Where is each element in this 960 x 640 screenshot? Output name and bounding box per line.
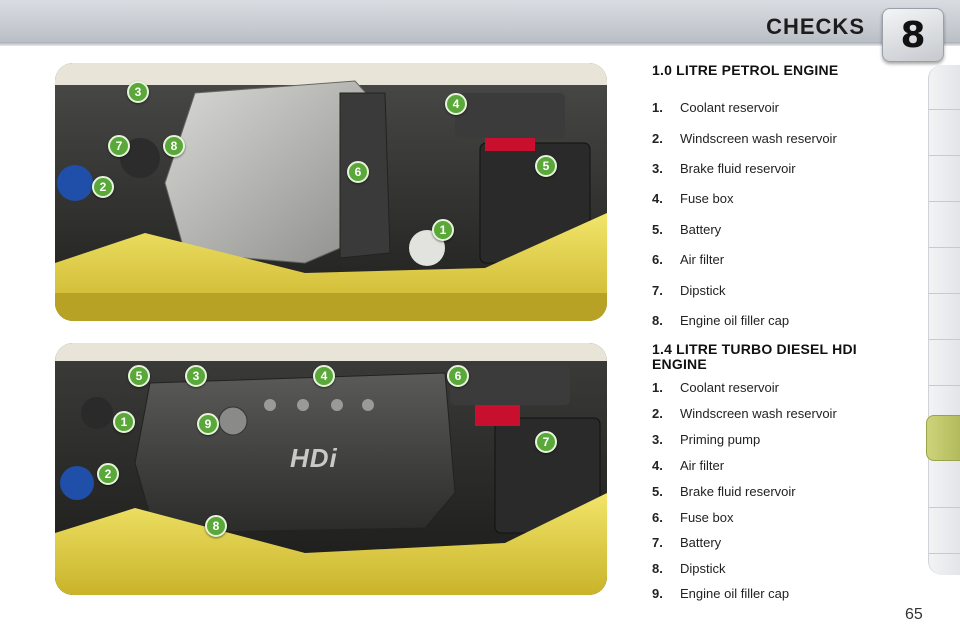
photo-marker-3: 3 (185, 365, 207, 387)
engine-cover-hdi-logo: HDi (290, 443, 338, 473)
photo-marker-6: 6 (347, 161, 369, 183)
item-label: Engine oil filler cap (680, 586, 790, 601)
item-number: 2. (652, 406, 663, 421)
list-item: 1. Coolant reservoir (652, 380, 779, 395)
photo-marker-6: 6 (447, 365, 469, 387)
thumb-tab[interactable] (929, 203, 960, 248)
header-band (0, 0, 960, 46)
item-label: Battery (680, 535, 722, 550)
item-label: Coolant reservoir (680, 100, 779, 115)
thumb-tab[interactable] (929, 341, 960, 386)
item-number: 5. (652, 222, 663, 237)
thumb-tab[interactable] (929, 111, 960, 156)
item-number: 7. (652, 535, 663, 550)
thumb-tab[interactable] (929, 463, 960, 508)
thumb-tab[interactable] (929, 295, 960, 340)
item-label: Air filter (680, 458, 725, 473)
thumb-tab[interactable] (929, 509, 960, 554)
list-item: 3. Brake fluid reservoir (652, 161, 796, 176)
list-item: 6. Fuse box (652, 510, 733, 525)
item-label: Fuse box (680, 510, 734, 525)
item-label: Windscreen wash reservoir (680, 406, 837, 421)
chapter-thumb-tabs (926, 65, 960, 575)
item-number: 6. (652, 510, 663, 525)
item-number: 7. (652, 283, 663, 298)
photo-marker-7: 7 (108, 135, 130, 157)
list-item: 7. Dipstick (652, 283, 726, 298)
item-label: Air filter (680, 252, 725, 267)
item-label: Windscreen wash reservoir (680, 131, 837, 146)
item-number: 3. (652, 432, 663, 447)
item-label: Engine oil filler cap (680, 313, 790, 328)
photo-marker-3: 3 (127, 81, 149, 103)
list-item: 7. Battery (652, 535, 721, 550)
diesel-engine-photo: HDi 5 3 4 6 1 9 7 2 8 (55, 343, 607, 595)
item-label: Coolant reservoir (680, 380, 779, 395)
list-item: 8. Dipstick (652, 561, 726, 576)
diesel-section-title: 1.4 LITRE TURBO DIESEL HDI ENGINE (652, 341, 857, 372)
thumb-tab[interactable] (929, 157, 960, 202)
photo-marker-2: 2 (97, 463, 119, 485)
item-label: Priming pump (680, 432, 761, 447)
photo-marker-8: 8 (163, 135, 185, 157)
list-item: 6. Air filter (652, 252, 724, 267)
thumb-tab[interactable] (929, 65, 960, 110)
photo-marker-4: 4 (313, 365, 335, 387)
thumb-tab-active-chapter-8[interactable] (926, 415, 960, 461)
list-item: 4. Air filter (652, 458, 724, 473)
photo-marker-4: 4 (445, 93, 467, 115)
list-item: 5. Brake fluid reservoir (652, 484, 796, 499)
item-label: Dipstick (680, 561, 726, 576)
item-label: Battery (680, 222, 722, 237)
page-number: 65 (905, 606, 923, 623)
petrol-engine-photo: 3 4 7 8 6 5 2 1 (55, 63, 607, 321)
list-item: 4. Fuse box (652, 191, 733, 206)
photo-marker-5: 5 (128, 365, 150, 387)
thumb-tab[interactable] (929, 249, 960, 294)
photo-marker-2: 2 (92, 176, 114, 198)
photo-marker-9: 9 (197, 413, 219, 435)
item-number: 1. (652, 100, 663, 115)
item-label: Brake fluid reservoir (680, 161, 796, 176)
list-item: 5. Battery (652, 222, 721, 237)
item-number: 1. (652, 380, 663, 395)
photo-marker-5: 5 (535, 155, 557, 177)
list-item: 1. Coolant reservoir (652, 100, 779, 115)
list-item: 2. Windscreen wash reservoir (652, 131, 837, 146)
chapter-title: CHECKS (766, 14, 865, 39)
item-number: 5. (652, 484, 663, 499)
photo-marker-7: 7 (535, 431, 557, 453)
item-number: 9. (652, 586, 663, 601)
chapter-number-badge: 8 (882, 8, 944, 62)
item-label: Fuse box (680, 191, 734, 206)
item-number: 6. (652, 252, 663, 267)
photo-marker-8: 8 (205, 515, 227, 537)
list-item: 2. Windscreen wash reservoir (652, 406, 837, 421)
item-number: 4. (652, 191, 663, 206)
photo-marker-1: 1 (113, 411, 135, 433)
item-label: Dipstick (680, 283, 726, 298)
list-item: 3. Priming pump (652, 432, 760, 447)
item-label: Brake fluid reservoir (680, 484, 796, 499)
petrol-section-title: 1.0 LITRE PETROL ENGINE (652, 62, 839, 78)
item-number: 8. (652, 561, 663, 576)
chapter-number: 8 (900, 14, 926, 56)
item-number: 2. (652, 131, 663, 146)
photo-marker-1: 1 (432, 219, 454, 241)
list-item: 8. Engine oil filler cap (652, 313, 789, 328)
list-item: 9. Engine oil filler cap (652, 586, 789, 601)
item-number: 8. (652, 313, 663, 328)
item-number: 4. (652, 458, 663, 473)
item-number: 3. (652, 161, 663, 176)
